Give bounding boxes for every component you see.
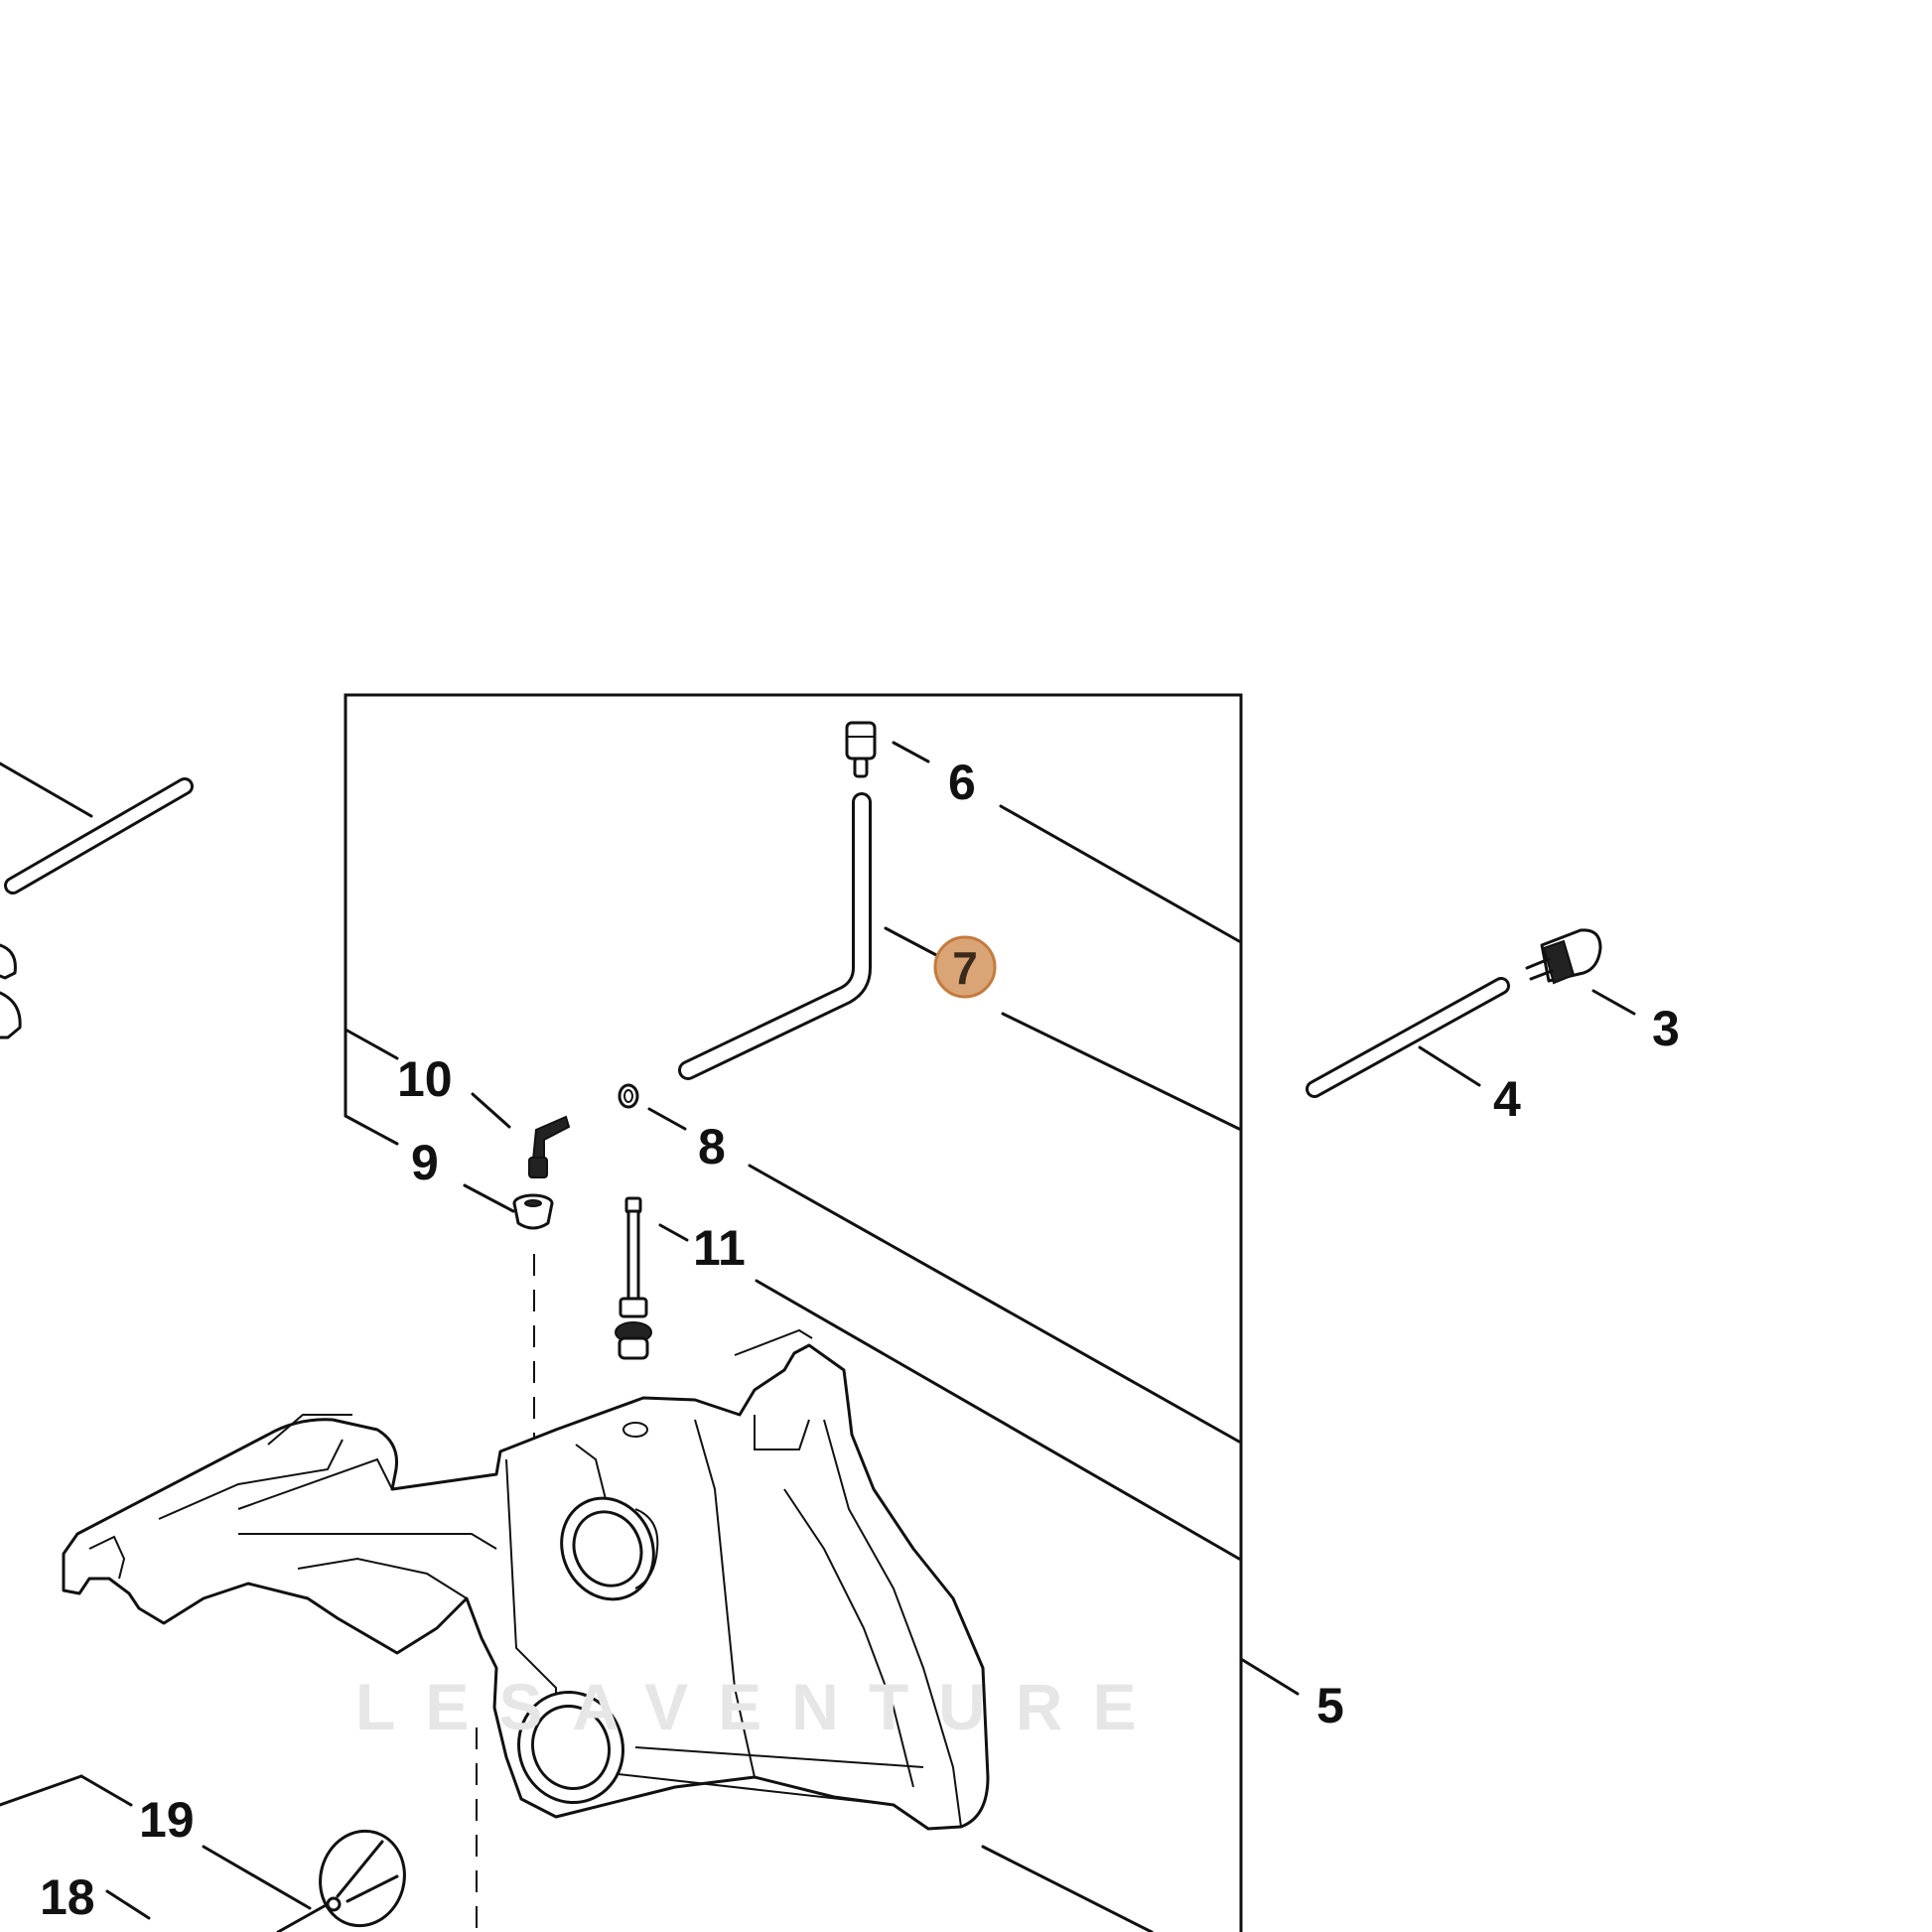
part-6-pickup-body — [845, 721, 877, 778]
callout-9[interactable]: 9 — [411, 1135, 439, 1190]
leader-lines — [0, 741, 1636, 1932]
callout-4[interactable]: 4 — [1493, 1071, 1521, 1127]
callout-6[interactable]: 6 — [948, 755, 976, 810]
part-9-grommet — [512, 1193, 554, 1230]
part-8-o-ring — [618, 1083, 639, 1109]
callout-11[interactable]: 11 — [693, 1220, 746, 1276]
left-edge-hose — [4, 777, 194, 895]
housing-neck-upper — [560, 1496, 659, 1601]
left-edge-partial-part — [0, 943, 22, 1039]
housing-neck-lower — [517, 1690, 624, 1805]
part-5-tank-housing — [62, 1328, 990, 1831]
watermark-text: LESAVENTURE — [355, 1670, 1167, 1743]
callout-3[interactable]: 3 — [1652, 1001, 1680, 1056]
part-11-bolt — [615, 1196, 652, 1360]
callout-10[interactable]: 10 — [397, 1051, 453, 1107]
part-7-fuel-hose — [678, 792, 872, 1080]
part-18-19-seal — [319, 1829, 406, 1928]
callout-19[interactable]: 19 — [139, 1792, 195, 1848]
assembly-bracket — [344, 693, 1243, 1932]
callout-7-highlight — [933, 935, 997, 999]
callout-8[interactable]: 8 — [698, 1119, 726, 1174]
callout-5[interactable]: 5 — [1316, 1678, 1344, 1733]
callout-7[interactable]: 7 — [952, 942, 978, 994]
part-3-connector — [1525, 928, 1602, 985]
callout-labels: 6 7 10 9 8 11 3 4 5 19 18 — [40, 755, 1680, 1925]
part-4-hose — [1306, 977, 1510, 1098]
assembly-axis-lines — [476, 1254, 535, 1932]
callout-18[interactable]: 18 — [40, 1869, 95, 1925]
part-10-elbow-fitting — [528, 1115, 571, 1178]
